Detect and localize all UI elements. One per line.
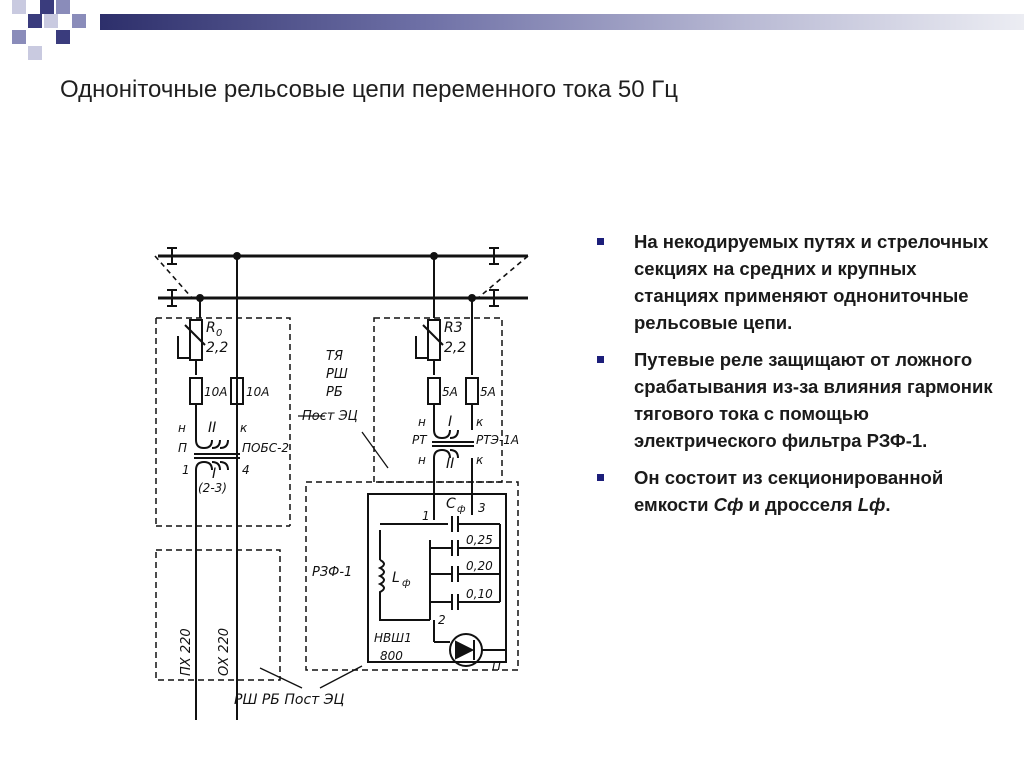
decor-square (56, 30, 70, 44)
label-cf-sub: ф (457, 504, 466, 515)
label-lf: L (392, 570, 400, 586)
label-relay-pt: РТ (412, 433, 428, 447)
label-node-1: 1 (422, 509, 430, 523)
label-fuse-right-2: 5А (480, 385, 496, 399)
label-rz-value: 2,2 (444, 340, 466, 356)
label-winding-2-left: II (208, 420, 216, 436)
decor-square (56, 0, 70, 14)
bullet-cap-symbol: Сф (713, 494, 744, 515)
bullet-item: Путевые реле защищают от ложного срабаты… (596, 346, 996, 454)
label-lf-sub: ф (402, 578, 411, 589)
square-bullet-icon (597, 474, 604, 481)
label-bottom: РШ РБ Пост ЭЦ (234, 692, 345, 708)
label-fuse-left-2: 10А (246, 385, 269, 399)
label-cable-ox: ОХ 220 (217, 628, 232, 676)
label-post: Пост ЭЦ (302, 409, 358, 424)
header-gradient-bar (100, 14, 1024, 30)
label-term-k-left: к (240, 421, 248, 435)
label-cap-3: 0,10 (466, 587, 493, 601)
label-ro-value: 2,2 (206, 340, 228, 356)
label-term-n-right: н (418, 415, 426, 429)
label-cap-2: 0,20 (466, 559, 493, 573)
label-rb: РБ (326, 385, 343, 400)
bullet-item: Он состоит из секционированной емкости С… (596, 464, 996, 518)
square-bullet-icon (597, 356, 604, 363)
label-ro: R (206, 320, 216, 336)
decor-square (28, 14, 42, 28)
bullet-choke-symbol: Lф (857, 494, 886, 515)
label-fuse-right-1: 5А (442, 385, 458, 399)
bullet-text-end: . (885, 494, 891, 515)
label-rect-p: П (492, 659, 501, 673)
label-fuse-left-1: 10А (204, 385, 227, 399)
label-transformer-left: ПОБС-2 (242, 441, 289, 455)
decor-square (12, 0, 26, 14)
label-winding-1-left: I (212, 466, 216, 482)
decor-square (40, 0, 54, 14)
label-cable-px: ПХ 220 (179, 628, 194, 676)
decor-square (28, 46, 42, 60)
label-node-3: 3 (478, 501, 486, 515)
bullet-text-start: Он состоит из секционированной емкости (634, 467, 944, 515)
label-term-k-right-2: к (476, 453, 484, 467)
square-bullet-icon (597, 238, 604, 245)
decor-square (72, 14, 86, 28)
decor-square (12, 30, 26, 44)
label-rsh: РШ (326, 367, 348, 382)
label-cf: С (446, 496, 456, 512)
label-cap-1: 0,25 (466, 533, 493, 547)
bullet-text: На некодируемых путях и стрелочных секци… (634, 231, 989, 333)
rail-circuit-diagram: R 0 2,2 10А 10А н к II П ПОБС-2 1 4 I (2… (154, 247, 529, 720)
label-term-k-right: к (476, 415, 484, 429)
label-tya: ТЯ (326, 349, 343, 364)
label-term-4: 4 (242, 463, 250, 477)
slide-title: Одноніточные рельсовые цепи переменного … (60, 76, 679, 103)
bullet-list: На некодируемых путях и стрелочных секци… (596, 228, 996, 528)
label-winding-2-right: II (446, 456, 454, 472)
label-term-n-left: н (178, 421, 186, 435)
label-rectifier-value: 800 (380, 649, 403, 663)
bullet-text: Путевые реле защищают от ложного срабаты… (634, 349, 993, 451)
label-rz: R3 (444, 320, 463, 336)
decor-square (44, 14, 58, 28)
label-node-2: 2 (438, 613, 446, 627)
label-relay-model: РТЭ-1А (476, 433, 519, 447)
label-term-2-3: (2-3) (198, 481, 227, 495)
label-ro-sub: 0 (216, 328, 222, 339)
bullet-text-mid: и дросселя (743, 494, 858, 515)
label-term-1: 1 (182, 463, 190, 477)
label-term-p: П (178, 441, 187, 455)
bullet-item: На некодируемых путях и стрелочных секци… (596, 228, 996, 336)
label-winding-1-right: I (448, 414, 452, 430)
label-term-n-right-2: н (418, 453, 426, 467)
label-filter: РЗФ-1 (312, 565, 352, 580)
header-decoration (0, 0, 1024, 60)
label-rectifier: НВШ1 (374, 631, 412, 645)
